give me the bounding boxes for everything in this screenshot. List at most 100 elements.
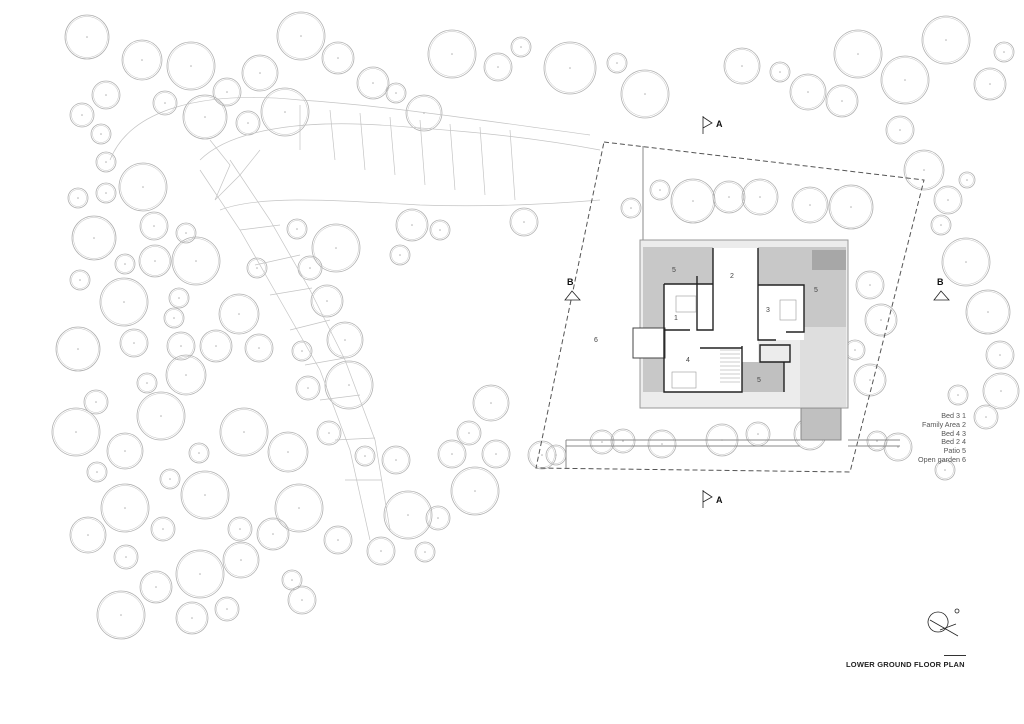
tree-trunk [523,221,525,223]
tree-canopy [260,87,310,137]
tree-canopy [324,360,374,410]
tree-canopy [649,179,671,201]
tree-canopy [328,323,362,357]
tree-canopy [177,551,223,597]
tree-canopy [885,115,915,145]
tree-canopy [647,429,677,459]
tree-trunk [904,79,906,81]
tree-canopy [90,123,112,145]
tree-trunk [247,122,249,124]
tree-canopy [283,571,301,589]
tree-trunk [272,533,274,535]
tree-trunk [96,471,98,473]
tree-trunk [759,196,761,198]
tree-canopy [95,151,117,173]
tree-canopy [97,153,115,171]
tree-trunk [661,443,663,445]
tree-trunk [987,311,989,313]
tree-canopy [241,54,279,92]
tree-canopy [93,82,119,108]
tree-canopy [269,433,307,471]
label-bed4: 3 [766,307,770,314]
tree-canopy [66,16,108,58]
label-bed2: 4 [686,357,690,364]
tree-canopy [221,409,267,455]
tree-canopy [267,431,309,473]
tree-canopy [246,257,268,279]
tree-trunk [1000,390,1002,392]
tree-canopy [168,333,194,359]
tree-trunk [741,65,743,67]
tree-canopy [366,536,396,566]
tree-canopy [311,223,361,273]
tree-trunk [601,441,603,443]
tree-trunk [337,57,339,59]
tree-trunk [424,551,426,553]
tree-canopy [395,208,429,242]
tree-trunk [198,452,200,454]
tree-trunk [87,534,89,536]
tree-trunk [569,67,571,69]
tree-trunk [923,169,925,171]
site-boundary [535,141,925,473]
tree-canopy [993,41,1015,63]
tree-canopy [427,29,477,79]
tree-trunk [957,394,959,396]
tree-trunk [100,133,102,135]
tree-canopy [297,255,323,281]
tree-canopy [868,432,886,450]
tree-canopy [136,391,186,441]
tree-canopy [312,286,342,316]
tree-canopy [288,220,306,238]
tree-canopy [180,470,230,520]
legend-item: Bed 4 3 [941,428,966,438]
tree-trunk [809,204,811,206]
tree-canopy [224,543,258,577]
retaining-walls [565,146,900,468]
tree-trunk [439,229,441,231]
tree-canopy [995,43,1013,61]
tree-trunk [857,53,859,55]
tree-canopy [965,289,1011,335]
tree-canopy [318,422,340,444]
tree-canopy [973,67,1007,101]
tree-canopy [258,519,288,549]
tree-trunk [95,401,97,403]
tree-canopy [182,94,228,140]
legend-item: Patio 5 [943,446,966,456]
tree-canopy [975,69,1005,99]
tree-canopy [712,180,746,214]
tree-trunk [296,228,298,230]
tree-trunk [287,451,289,453]
tree-trunk [630,207,632,209]
tree-canopy [85,391,107,413]
section-a-bottom: A [716,495,723,505]
tree-canopy [165,354,207,396]
tree-trunk [191,617,193,619]
tree-canopy [866,305,896,335]
tree-trunk [451,453,453,455]
tree-trunk [309,267,311,269]
tree-trunk [178,297,180,299]
tree-canopy [297,377,319,399]
tree-canopy [880,55,930,105]
tree-canopy [389,244,411,266]
tree-canopy [416,543,434,561]
tree-canopy [725,49,759,83]
tree-canopy [622,199,640,217]
tree-canopy [511,209,537,235]
tree-trunk [399,254,401,256]
tree-canopy [163,307,185,329]
tree-canopy [69,269,91,291]
tree-trunk [105,161,107,163]
tree-trunk [644,93,646,95]
tree-trunk [940,224,942,226]
tree-canopy [71,518,105,552]
tree-trunk [985,416,987,418]
tree-trunk [965,261,967,263]
tree-canopy [173,238,219,284]
tree-trunk [407,514,409,516]
tree-trunk [807,91,809,93]
tree-trunk [372,82,374,84]
